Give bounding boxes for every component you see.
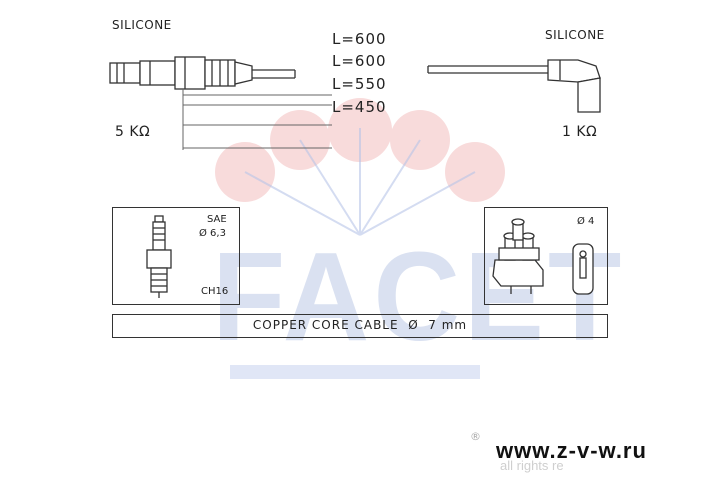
coil-diameter: Ø 4: [577, 216, 595, 227]
right-resistance: 1 KΩ: [562, 124, 598, 140]
spark-plug-box: SAE Ø 6,3 CH16: [112, 207, 240, 305]
watermark-brand: FACET: [212, 226, 626, 368]
registered-mark: ®: [470, 430, 481, 443]
rights-text: all rights re: [500, 458, 564, 473]
source-url: www.z-v-w.ru: [496, 438, 647, 463]
spark-plug-code: CH16: [201, 286, 229, 297]
coil-boot-icon: [572, 243, 594, 295]
length-label-3: L=550: [332, 75, 387, 93]
right-connector-icon: [547, 59, 601, 113]
length-label-2: L=600: [332, 52, 387, 70]
spark-plug-icon: [146, 215, 172, 298]
cable-description-box: COPPER CORE CABLE Ø 7 mm: [112, 314, 608, 338]
coil-box: Ø 4: [484, 207, 608, 305]
right-wire-material: SILICONE: [545, 28, 605, 42]
cable-description: COPPER CORE CABLE Ø 7 mm: [252, 318, 468, 332]
length-label-1: L=600: [332, 30, 387, 48]
left-wire-material: SILICONE: [112, 18, 172, 32]
right-cable: [428, 65, 548, 74]
left-resistance: 5 KΩ: [115, 124, 151, 140]
left-connector-icon: [109, 56, 253, 90]
ignition-coil-icon: [492, 218, 544, 294]
spark-plug-standard: SAE: [207, 214, 227, 225]
left-cable: [252, 69, 295, 79]
spark-plug-diameter: Ø 6,3: [199, 228, 226, 239]
length-label-4: L=450: [332, 98, 387, 116]
wire-diagram: [109, 56, 601, 150]
